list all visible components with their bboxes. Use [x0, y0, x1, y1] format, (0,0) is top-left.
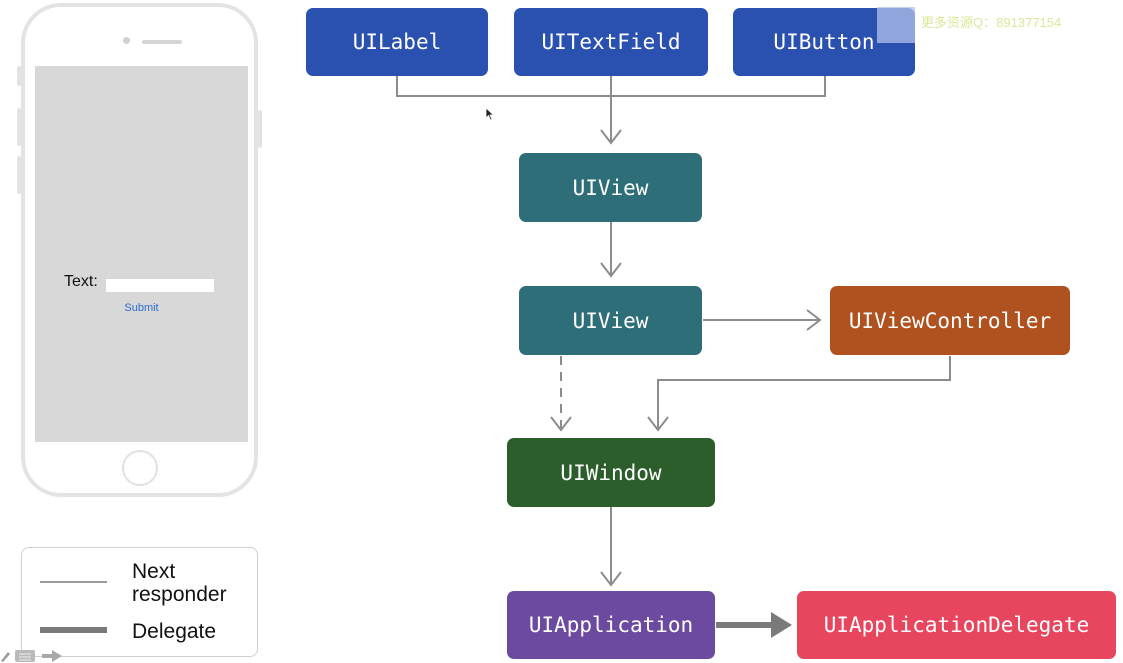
legend-delegate-line [40, 627, 107, 633]
delegate-arrowhead [771, 612, 792, 638]
pen-icon [1, 652, 10, 662]
mouse-cursor-icon [485, 107, 495, 121]
arrowhead-window-left [550, 416, 572, 432]
node-uiview-bottom: UIView [519, 286, 702, 355]
phone-screen: Text: Submit [35, 66, 248, 442]
node-uitextfield: UITextField [514, 8, 708, 76]
node-uiapplication: UIApplication [507, 591, 715, 659]
player-toolbar [1, 650, 62, 662]
list-icon [15, 650, 35, 662]
arrowhead-window-right [647, 416, 669, 432]
node-uiwindow: UIWindow [507, 438, 715, 507]
phone-side-button-1 [17, 66, 21, 86]
node-uiviewcontroller: UIViewController [830, 286, 1070, 355]
node-uiapplicationdelegate: UIApplicationDelegate [797, 591, 1116, 659]
text-label: Text: [64, 273, 98, 290]
watermark-square [877, 7, 915, 43]
legend: Next responder Delegate [21, 547, 258, 657]
phone-side-button-2 [17, 108, 21, 146]
arrowhead-uiview-bottom [600, 262, 622, 278]
legend-next-responder-line [40, 581, 107, 583]
arrowhead-application [600, 571, 622, 587]
legend-next-responder-label: Next responder [132, 560, 227, 606]
node-uiview-top: UIView [519, 153, 702, 222]
node-uilabel: UILabel [306, 8, 488, 76]
phone-power-button [258, 110, 262, 148]
arrowhead-uiview-top [600, 129, 622, 145]
phone-camera [123, 37, 130, 44]
watermark-text: 更多资源Q：891377154 [921, 15, 1062, 30]
forward-arrow-icon [42, 650, 62, 662]
arrowhead-controller [806, 309, 822, 331]
phone-mockup: Text: Submit [21, 3, 258, 497]
legend-delegate-label: Delegate [132, 620, 217, 643]
phone-speaker [142, 40, 182, 44]
home-button[interactable] [122, 450, 158, 486]
submit-button[interactable]: Submit [124, 302, 159, 314]
phone-side-button-3 [17, 156, 21, 194]
text-field[interactable] [106, 279, 214, 292]
connector-controller-to-window [657, 356, 951, 430]
